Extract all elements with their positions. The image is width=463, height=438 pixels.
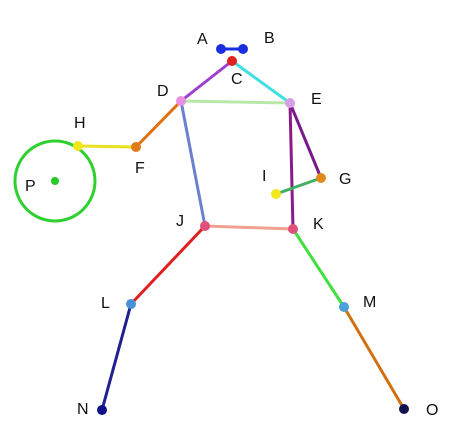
edge-e-g — [288, 101, 323, 180]
label-d: D — [157, 83, 169, 100]
label-n: N — [77, 401, 89, 418]
edge-f-h — [76, 144, 138, 149]
edge-d-e — [179, 99, 292, 105]
point-n — [97, 405, 107, 415]
point-l — [126, 299, 136, 309]
label-g: G — [339, 171, 351, 188]
point-a — [216, 44, 226, 54]
label-j: J — [176, 213, 184, 230]
label-h: H — [74, 115, 86, 132]
point-b — [238, 44, 248, 54]
point-c — [227, 56, 237, 66]
point-h — [73, 141, 83, 151]
label-a: A — [197, 31, 208, 48]
edge-d-j — [179, 99, 207, 228]
point-e — [285, 98, 295, 108]
edge-k-m — [291, 227, 346, 309]
label-l: L — [101, 295, 110, 312]
point-k — [288, 224, 298, 234]
edge-c-d — [179, 59, 234, 103]
edge-layer — [76, 47, 406, 412]
edge-l-n — [100, 302, 133, 412]
label-f: F — [135, 160, 145, 177]
label-o: O — [426, 402, 438, 419]
edge-j-k — [203, 224, 295, 231]
edge-j-l — [129, 224, 207, 306]
edge-i-g — [274, 176, 323, 196]
point-o — [399, 404, 409, 414]
point-p — [51, 177, 59, 185]
point-j — [200, 221, 210, 231]
head-circle — [13, 139, 97, 223]
label-c: C — [231, 71, 243, 88]
label-layer: A B C D E F G H I J K L M N O P — [25, 30, 438, 419]
edge-d-f — [134, 99, 183, 149]
label-k: K — [313, 216, 324, 233]
point-m — [339, 302, 349, 312]
point-layer — [51, 44, 409, 415]
head-circle-layer — [13, 139, 97, 223]
point-d — [176, 96, 186, 106]
point-i — [271, 189, 281, 199]
label-i: I — [262, 168, 266, 185]
label-e: E — [311, 91, 322, 108]
edge-e-k — [288, 101, 295, 231]
label-b: B — [264, 30, 275, 47]
point-g — [316, 173, 326, 183]
label-p: P — [25, 178, 36, 195]
point-f — [131, 142, 141, 152]
edge-m-o — [342, 305, 406, 411]
edge-c-e — [230, 59, 292, 105]
label-m: M — [363, 294, 376, 311]
